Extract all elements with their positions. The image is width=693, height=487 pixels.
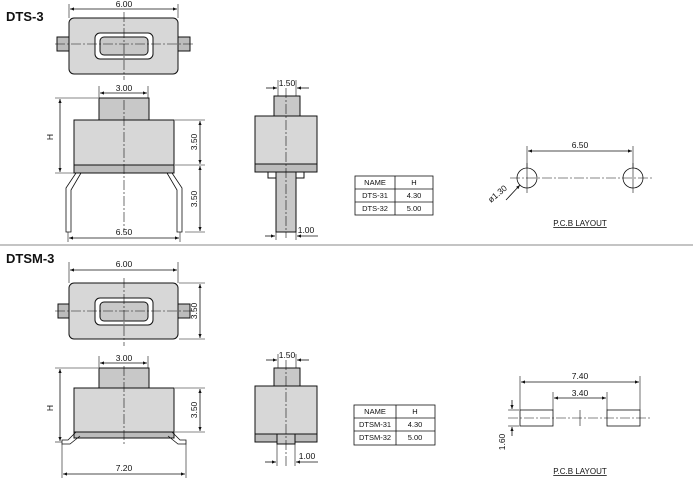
dtsm3-front-view: 3.00 H 3.50 7.20 [45, 353, 205, 478]
dtsm3-pcb-caption: P.C.B LAYOUT [553, 467, 607, 476]
dtsm3-section: DTSM-3 6.00 3.50 3.00 [6, 251, 652, 478]
dtsm3-table-header-h: H [412, 407, 417, 416]
table-row: DTSM-32 [359, 433, 391, 442]
dtsm3-pcb-pad-height-label: 1.60 [497, 433, 507, 450]
dts3-height-label: H [45, 134, 55, 140]
dtsm3-title: DTSM-3 [6, 251, 54, 266]
dts3-table-header-name: NAME [364, 178, 386, 187]
dtsm3-table: NAME H DTSM-31 4.30 DTSM-32 5.00 [353, 404, 436, 446]
dts3-table: NAME H DTS-31 4.30 DTS-32 5.00 [354, 175, 434, 216]
dts3-body-height-label: 3.50 [189, 133, 199, 150]
dts3-top-view: 6.00 [55, 0, 195, 80]
dts3-pcb-hole-label: ø1.30 [486, 183, 509, 205]
dts3-pcb-caption: P.C.B LAYOUT [553, 219, 607, 228]
dts3-top-width-label: 6.00 [116, 0, 133, 9]
dts3-switch-body-front [73, 119, 175, 166]
dts3-title: DTS-3 [6, 9, 44, 24]
dts3-pcb-layout: 6.50 ø1.30 P.C.B LAYOUT [486, 140, 652, 228]
dts3-lead-span-label: 6.50 [116, 227, 133, 237]
dts3-lead-height-label: 3.50 [189, 190, 199, 207]
dtsm3-table-header-name: NAME [364, 407, 386, 416]
dts3-side-lead-label: 1.00 [298, 225, 315, 235]
table-cell: 4.30 [408, 420, 423, 429]
dtsm3-pcb-outer-label: 7.40 [572, 371, 589, 381]
dtsm3-body-height-label: 3.50 [189, 401, 199, 418]
dts3-front-view: 3.00 H 3.50 3.50 6.50 [45, 83, 205, 242]
table-cell: 5.00 [407, 204, 422, 213]
dtsm3-actuator-width-label: 3.00 [116, 353, 133, 363]
dtsm3-lead-span-label: 7.20 [116, 463, 133, 473]
dts3-actuator-width-label: 3.00 [116, 83, 133, 93]
dts3-side-actuator-label: 1.50 [279, 78, 296, 88]
dtsm3-height-label: H [45, 405, 55, 411]
dtsm3-top-view: 6.00 3.50 [55, 259, 205, 346]
dtsm3-pcb-inner-label: 3.40 [572, 388, 589, 398]
dts3-section: DTS-3 6.00 3.00 [6, 0, 652, 242]
table-cell: 5.00 [408, 433, 423, 442]
table-row: DTS-32 [362, 204, 388, 213]
dts3-side-view: 1.50 1.00 [254, 78, 318, 240]
dts3-table-header-h: H [411, 178, 416, 187]
dtsm3-top-width-label: 6.00 [116, 259, 133, 269]
table-cell: 4.30 [407, 191, 422, 200]
dts3-pcb-spacing-label: 6.50 [572, 140, 589, 150]
dtsm3-side-actuator-label: 1.50 [279, 350, 296, 360]
dtsm3-side-lead-label: 1.00 [299, 451, 316, 461]
dtsm3-top-height-label: 3.50 [189, 302, 199, 319]
table-row: DTS-31 [362, 191, 388, 200]
dtsm3-pcb-layout: 7.40 3.40 1.60 P.C.B LAYOUT [497, 371, 652, 476]
table-row: DTSM-31 [359, 420, 391, 429]
dtsm3-side-view: 1.50 1.00 [254, 350, 318, 466]
